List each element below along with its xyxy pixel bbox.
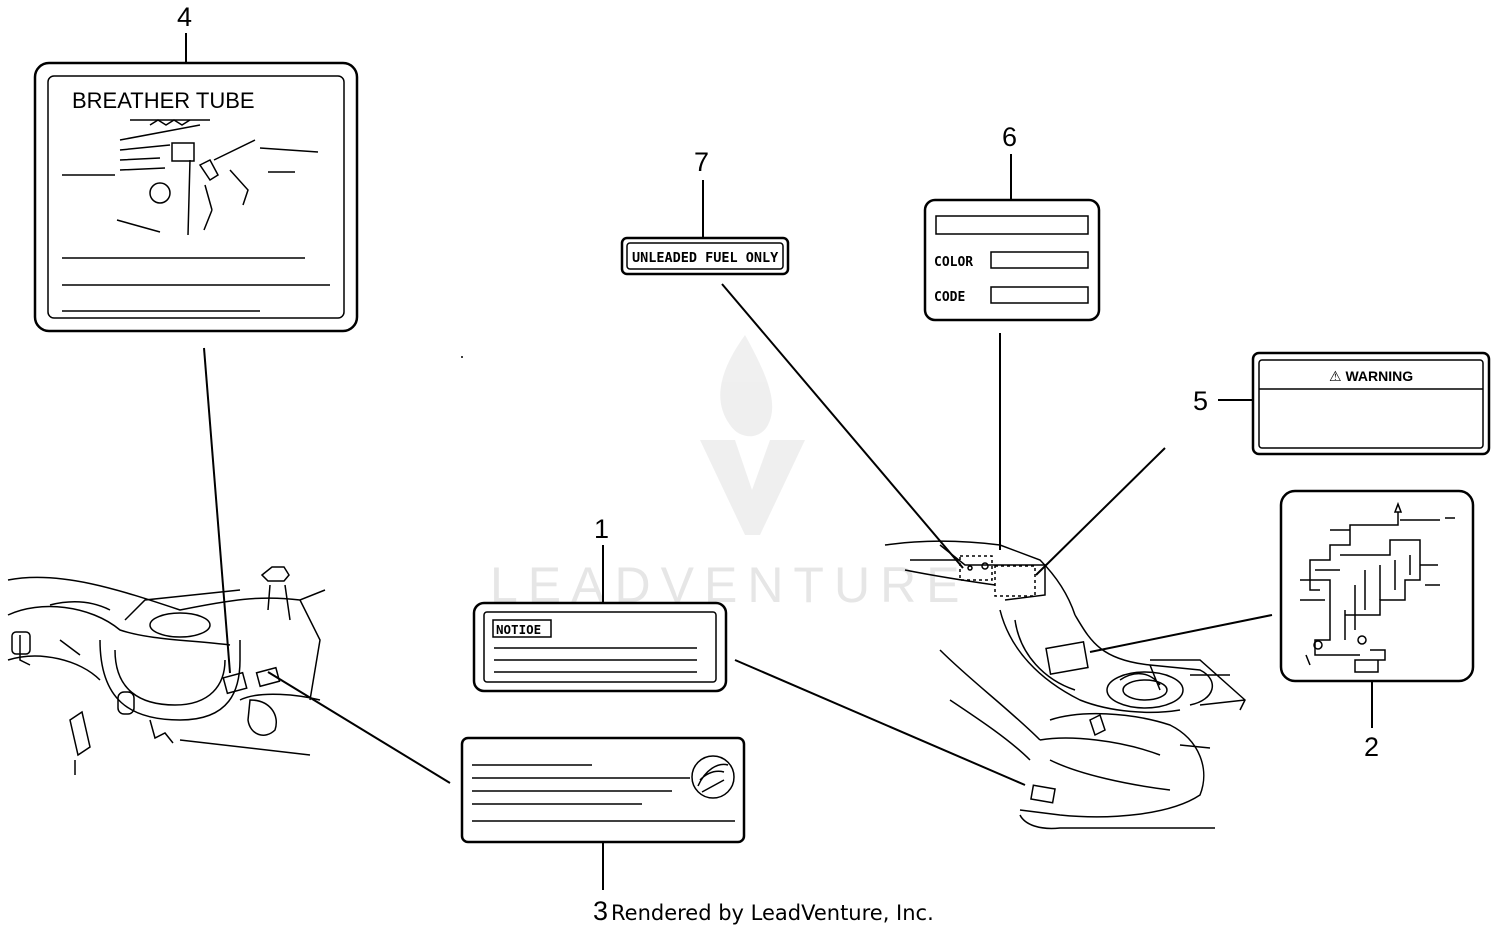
unleaded-text: UNLEADED FUEL ONLY [632, 250, 779, 266]
label-4-breather-tube[interactable]: BREATHER TUBE [33, 61, 359, 333]
speck [461, 356, 463, 358]
callout-2: 2 [1364, 732, 1379, 762]
watermark: LEADVENTURE [490, 335, 960, 613]
callout-5: 5 [1193, 386, 1208, 416]
leader-7 [721, 283, 964, 569]
label-6-color-code[interactable]: COLOR CODE [923, 198, 1101, 322]
front-fairing-illustration [7, 566, 326, 775]
breather-illustration [62, 119, 319, 236]
callout-1: 1 [594, 514, 609, 544]
leader-3 [267, 671, 451, 784]
fuel-tank-illustration [884, 540, 1246, 830]
label-7-unleaded-fuel[interactable]: UNLEADED FUEL ONLY [620, 236, 790, 276]
code-label: CODE [934, 290, 965, 305]
label-2-cable-routing[interactable] [1279, 489, 1475, 683]
warning-text: ⚠ WARNING [1329, 368, 1413, 384]
callout-4: 4 [177, 2, 192, 32]
label-3-info-plate[interactable] [460, 736, 746, 844]
label-5-warning[interactable]: ⚠ WARNING [1251, 351, 1491, 456]
callout-6: 6 [1002, 122, 1017, 152]
credit-text: Rendered by LeadVenture, Inc. [611, 901, 934, 925]
label-1-notice[interactable]: NOTIOE [472, 601, 728, 693]
leader-5 [1035, 447, 1166, 576]
leader-2 [1089, 614, 1273, 653]
notice-text: NOTIOE [496, 622, 541, 637]
color-label: COLOR [934, 255, 973, 270]
leader-1 [734, 659, 1026, 786]
routing-illustration [1300, 501, 1455, 673]
callout-3: 3 [593, 896, 608, 926]
leader-4 [203, 347, 231, 674]
breather-tube-title: BREATHER TUBE [72, 88, 255, 113]
callout-7: 7 [694, 147, 709, 177]
wing-logo-icon [691, 755, 735, 799]
